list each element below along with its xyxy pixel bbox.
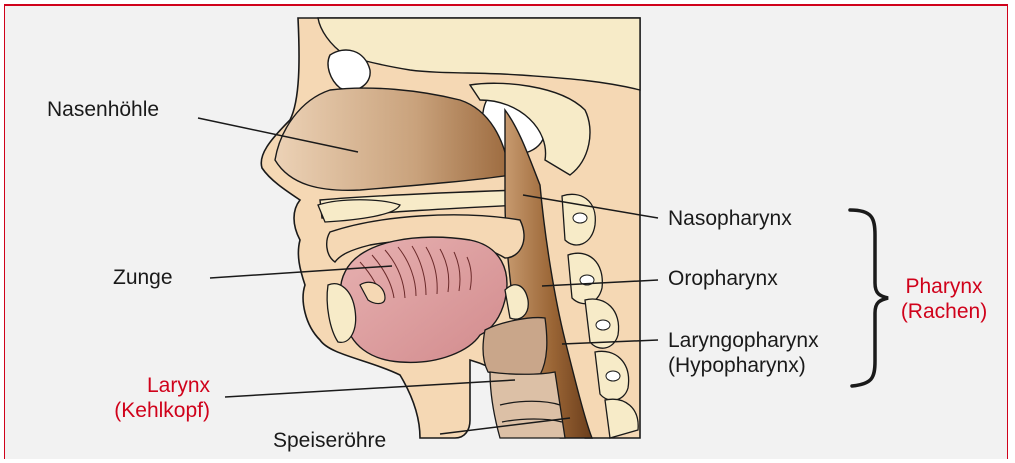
label-pharynx-line1: Pharynx [888,274,1000,299]
larynx-cartilage [483,318,547,377]
label-larynx-line1: Larynx [95,373,210,398]
label-larynx-line2: (Kehlkopf) [95,398,210,423]
label-oropharynx: Oropharynx [668,266,778,291]
pharynx-brace [850,210,888,386]
label-larynx: Larynx (Kehlkopf) [95,373,210,423]
label-pharynx-line2: (Rachen) [888,299,1000,324]
label-pharynx: Pharynx (Rachen) [888,274,1000,324]
label-laryngopharynx-line1: Laryngopharynx [668,328,819,353]
label-nasopharynx: Nasopharynx [668,206,792,231]
label-zunge: Zunge [113,265,173,290]
label-laryngopharynx: Laryngopharynx (Hypopharynx) [668,328,819,378]
label-laryngopharynx-line2: (Hypopharynx) [668,353,819,378]
label-speiseroehre: Speiseröhre [273,428,386,453]
label-nasenhoehle: Nasenhöhle [47,97,159,122]
